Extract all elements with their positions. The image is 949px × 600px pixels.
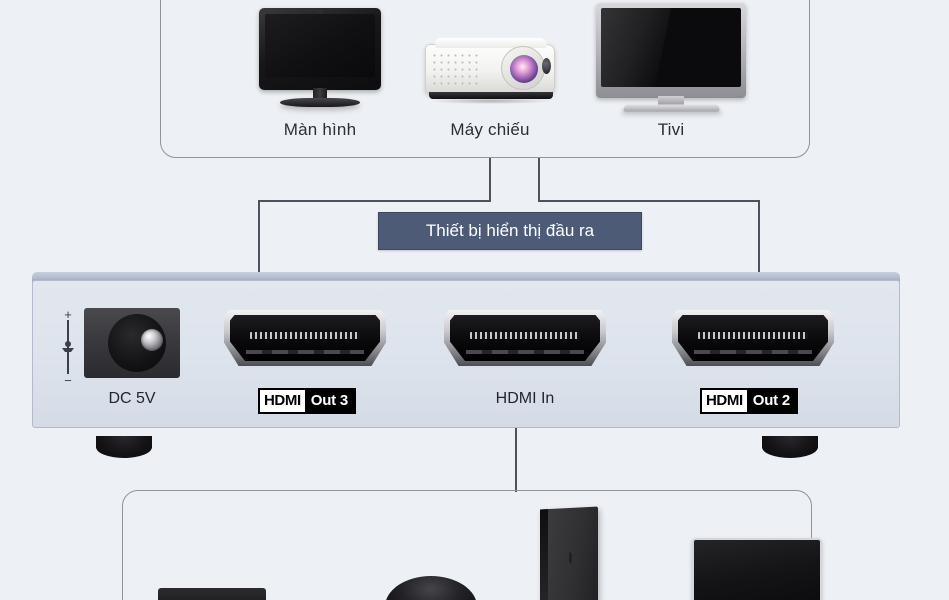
projector-vent-grille	[431, 52, 481, 88]
monitor-stand-neck	[313, 88, 327, 100]
projector-top-shell	[435, 38, 547, 48]
dc-power-label: DC 5V	[108, 390, 156, 407]
hdmi-port-out2[interactable]	[672, 310, 834, 366]
tv-stand-base	[622, 104, 721, 112]
connector-line-out2-vertical-upper	[538, 157, 540, 202]
device-label-tv: Tivi	[657, 120, 685, 139]
device-set-top-box	[158, 588, 266, 600]
projector-lens-ring	[501, 46, 545, 90]
hdmi-in-pins	[470, 332, 580, 339]
device-projector	[425, 36, 555, 106]
output-devices-pill-label: Thiết bị hiển thị đầu ra	[378, 212, 642, 250]
tv-stand-neck	[658, 96, 684, 106]
device-label-projector: Máy chiếu	[450, 120, 530, 139]
monitor-body	[259, 8, 381, 90]
projector-shadow	[431, 98, 551, 104]
hdmi-out2-label-secondary: Out 2	[746, 390, 797, 412]
tv-screen-glare	[601, 8, 673, 87]
monitor-stand-base	[280, 98, 360, 107]
connector-line-out2-horizontal	[538, 200, 760, 202]
device-label-monitor: Màn hình	[283, 120, 357, 139]
dc-jack-barrel	[108, 314, 166, 372]
hdmi-out3-label-primary: HDMI	[260, 390, 305, 412]
hdmi-out3-label-badge: HDMI Out 3	[258, 388, 357, 414]
hdmi-in-lip	[466, 350, 584, 354]
hdmi-out2-pins	[698, 332, 808, 339]
hdmi-out3-lip	[246, 350, 364, 354]
hdmi-out2-lip	[694, 350, 812, 354]
hdmi-port-out3[interactable]	[224, 310, 386, 366]
polarity-plus-label: +	[64, 307, 72, 322]
panel-foot-right	[762, 436, 818, 458]
monitor-screen	[265, 14, 375, 77]
connector-line-hdmi-in-vertical	[515, 412, 517, 492]
tv-screen	[601, 8, 741, 87]
projector-lens	[510, 55, 538, 83]
projector-base	[429, 92, 553, 99]
output-devices-group-box	[160, 0, 810, 158]
panel-foot-left	[96, 436, 152, 458]
monitor-camera-icon	[316, 10, 323, 13]
dc-polarity-symbol: + −	[58, 307, 78, 388]
dc-power-jack-icon	[84, 308, 180, 378]
dc-jack-center-pin	[141, 329, 163, 351]
panel-top-bevel	[32, 272, 900, 282]
connector-line-out3-vertical-upper	[489, 157, 491, 202]
device-player	[692, 538, 822, 600]
hdmi-in-label: HDMI In	[495, 390, 555, 407]
hdmi-out3-label-secondary: Out 3	[304, 390, 355, 412]
device-monitor	[259, 8, 381, 108]
connector-line-out3-horizontal	[258, 200, 491, 202]
hdmi-out2-label-primary: HDMI	[702, 390, 747, 412]
projector-sensor-icon	[542, 58, 551, 74]
polarity-center-pin-icon	[62, 341, 74, 352]
hdmi-port-in[interactable]	[444, 310, 606, 366]
polarity-minus-label: −	[64, 373, 72, 388]
hdmi-out3-pins	[250, 332, 360, 339]
hdmi-splitter-panel: + − DC 5V HDMI Out 3	[32, 272, 900, 440]
device-tv	[596, 3, 746, 113]
hdmi-out2-label-badge: HDMI Out 2	[700, 388, 799, 414]
